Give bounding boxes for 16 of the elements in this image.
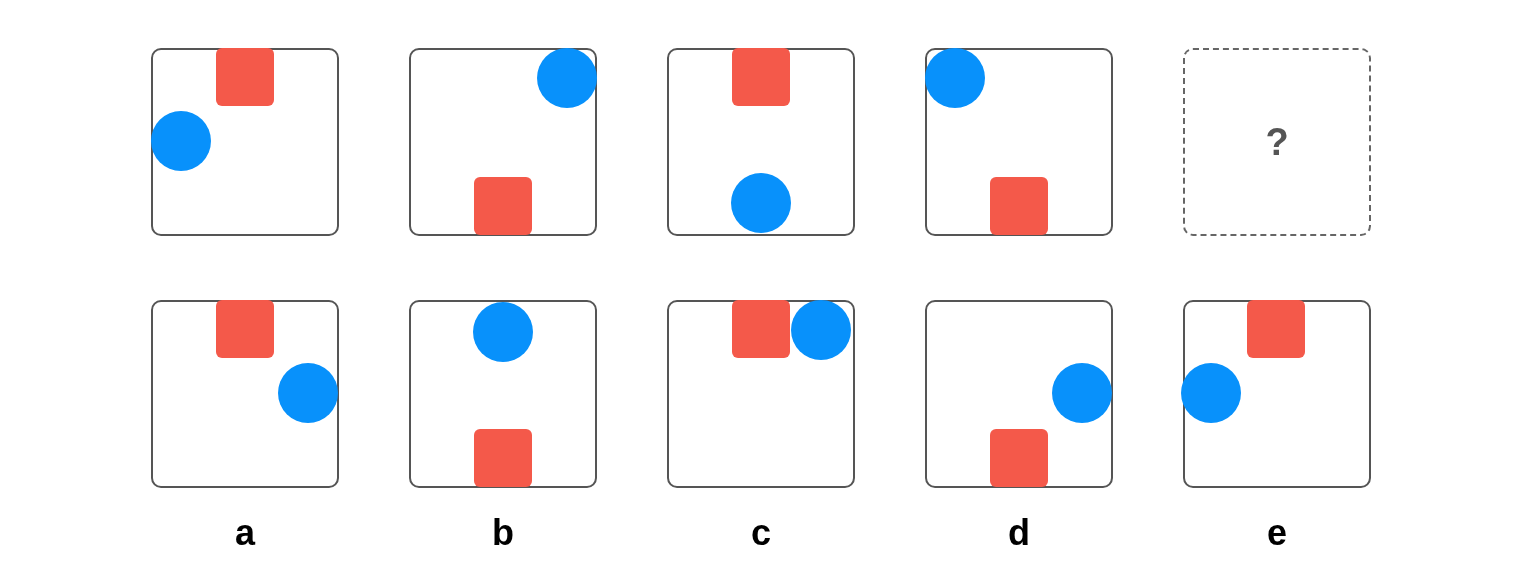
puzzle-panel [667, 48, 855, 236]
puzzle-panel [409, 300, 597, 488]
puzzle-panel [151, 300, 339, 488]
puzzle-panel [409, 48, 597, 236]
puzzle-panel [667, 300, 855, 488]
option-label: a [235, 515, 255, 551]
question-mark: ? [1265, 123, 1289, 161]
option-label: e [1267, 515, 1287, 551]
option-label: c [751, 515, 771, 551]
puzzle-panel [151, 48, 339, 236]
puzzle-panel [925, 48, 1113, 236]
puzzle-panel [1183, 48, 1371, 236]
puzzle-panel [1183, 300, 1371, 488]
puzzle-panel [925, 300, 1113, 488]
option-label: d [1008, 515, 1030, 551]
option-label: b [492, 515, 514, 551]
